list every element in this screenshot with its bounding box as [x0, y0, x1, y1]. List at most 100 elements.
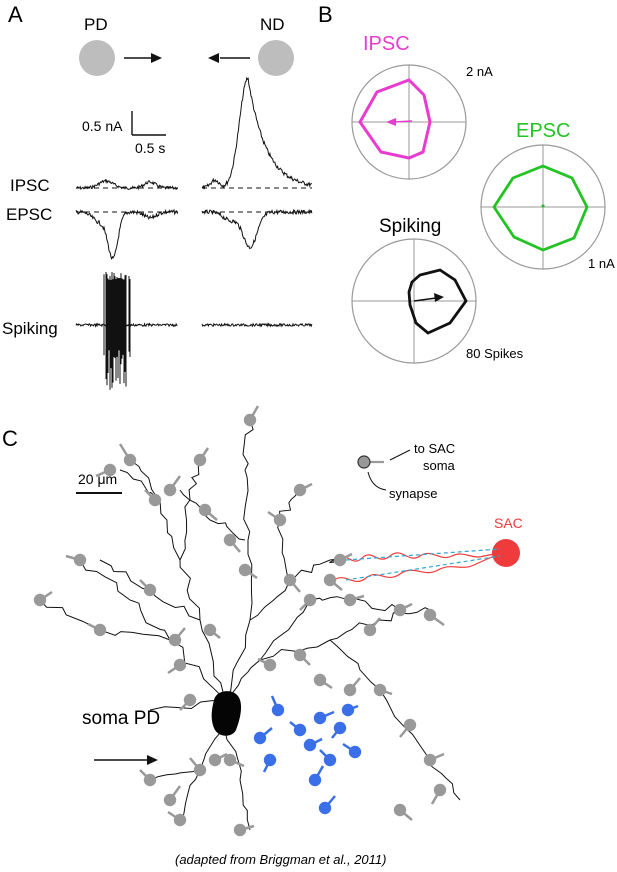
gray-synapse-39: [173, 813, 187, 827]
gray-synapse-33: [423, 753, 437, 767]
epsc-scale-label: 1 nA: [588, 256, 615, 271]
sac-dendrite-top: [335, 552, 495, 562]
pd-stimulus-circle: [79, 40, 115, 76]
gray-synapse-23: [343, 593, 357, 607]
epsc-row-label: EPSC: [6, 205, 52, 224]
ipsc-pd-trace: [75, 178, 178, 191]
synapse-legend-icon: [357, 449, 411, 491]
dendrite-branch-17: [99, 629, 171, 641]
epsc-vector-dot: [541, 204, 545, 208]
gray-synapse-36: [233, 823, 247, 837]
gray-synapse-34: [433, 783, 447, 797]
traces-group: [75, 76, 313, 390]
dendrite-branch-24: [379, 607, 431, 622]
spiking-nd-trace: [201, 322, 313, 328]
gray-synapse-10: [93, 623, 107, 637]
dendrite-branch-1: [179, 559, 201, 621]
dendrite-branch-8: [247, 540, 253, 621]
legend-soma-label: soma: [423, 458, 456, 473]
dendrite-branch-15: [279, 489, 301, 521]
dendrite-branch-25: [329, 639, 381, 691]
legend-to-sac-label: to SAC: [414, 441, 455, 456]
dendrite-branch-32: [149, 699, 226, 711]
gray-synapse-35: [393, 803, 407, 817]
panel-c-letter: C: [2, 426, 18, 451]
nd-stimulus-circle: [258, 40, 294, 76]
gray-synapse-9: [73, 553, 87, 567]
dendrite-branch-7: [224, 619, 251, 701]
gray-synapse-25: [393, 603, 407, 617]
gray-synapse-12: [168, 633, 182, 647]
dsgc-soma: [211, 691, 242, 736]
gray-synapse-30: [343, 683, 357, 697]
sac-label: SAC: [494, 515, 523, 531]
dendrite-branch-19: [129, 599, 171, 641]
gray-synapse-38: [208, 753, 222, 767]
blue-synapse-7: [308, 773, 322, 787]
gray-synapse-37: [193, 763, 207, 777]
gray-synapse-26: [423, 608, 437, 622]
sac-dendrite-bottom: [333, 555, 495, 583]
gray-synapse-3: [243, 413, 257, 427]
gray-synapse-40: [143, 773, 157, 787]
ipsc-row-label: IPSC: [10, 176, 50, 195]
dendrite-branch-29: [179, 769, 201, 821]
gray-synapse-7: [223, 533, 237, 547]
figure-caption: (adapted from Briggman et al., 2011): [175, 852, 387, 867]
synapse-group: [33, 405, 447, 837]
gray-synapse-14: [183, 693, 197, 707]
blue-synapse-6: [323, 753, 337, 767]
blue-synapse-10: [341, 703, 355, 717]
epsc-nd-trace: [201, 208, 313, 250]
gray-synapse-21: [323, 573, 337, 587]
blue-synapse-2: [293, 723, 307, 737]
epsc-polar-title: EPSC: [516, 120, 570, 142]
panel-a-letter: A: [8, 2, 23, 27]
gray-synapse-15: [203, 623, 217, 637]
pd-arrow-icon: [124, 53, 162, 63]
dendrite-branch-0: [199, 619, 226, 701]
dendrite-branch-5: [188, 459, 201, 501]
ipsc-scale-label: 2 nA: [466, 64, 493, 79]
blue-synapse-9: [348, 745, 362, 759]
epsc-tuning-polygon: [492, 164, 589, 252]
gray-synapse-32: [403, 718, 417, 732]
spiking-vector-arrow: [413, 293, 444, 302]
sac-soma: [492, 539, 520, 567]
gray-synapse-6: [198, 503, 212, 517]
soma-pd-arrow-icon: [94, 755, 158, 765]
legend-synapse-label: synapse: [389, 486, 437, 501]
spiking-scale-label: 80 Spikes: [466, 346, 524, 361]
dendrite-branch-38: [99, 559, 151, 591]
spiking-tuning-polygon: [407, 268, 468, 335]
gray-synapse-41: [163, 793, 177, 807]
ipsc-tuning-polygon: [358, 78, 432, 160]
blue-synapse-0: [271, 703, 285, 717]
blue-synapse-3: [313, 711, 327, 725]
gray-synapse-4: [103, 463, 117, 477]
nd-arrow-icon: [208, 53, 250, 63]
dendrite-branch-14: [277, 519, 291, 581]
pd-label: PD: [84, 15, 108, 34]
spiking-polar-title: Spiking: [379, 216, 441, 237]
current-time-scale-bar: [131, 111, 166, 136]
gray-synapse-5: [148, 493, 162, 507]
gray-synapse-16: [238, 563, 252, 577]
dendritic-tree: [39, 419, 461, 831]
gray-synapse-42: [223, 753, 237, 767]
dendrite-branch-9: [243, 469, 251, 541]
gray-synapse-1: [163, 483, 177, 497]
epsc-pd-trace: [75, 208, 178, 261]
dendrite-branch-33: [149, 769, 201, 781]
dendrite-branch-34: [259, 599, 311, 661]
dendrite-branch-4: [179, 499, 191, 561]
ipsc-nd-trace: [201, 76, 312, 190]
blue-synapse-8: [318, 801, 332, 815]
scale-current-label: 0.5 nA: [82, 118, 123, 134]
gray-synapse-22: [303, 593, 317, 607]
dendrite-branch-11: [249, 579, 291, 621]
dendrite-branch-6: [119, 469, 161, 501]
spiking-pd-baseline-trace: [75, 322, 178, 328]
dendrite-branch-16: [169, 639, 226, 701]
